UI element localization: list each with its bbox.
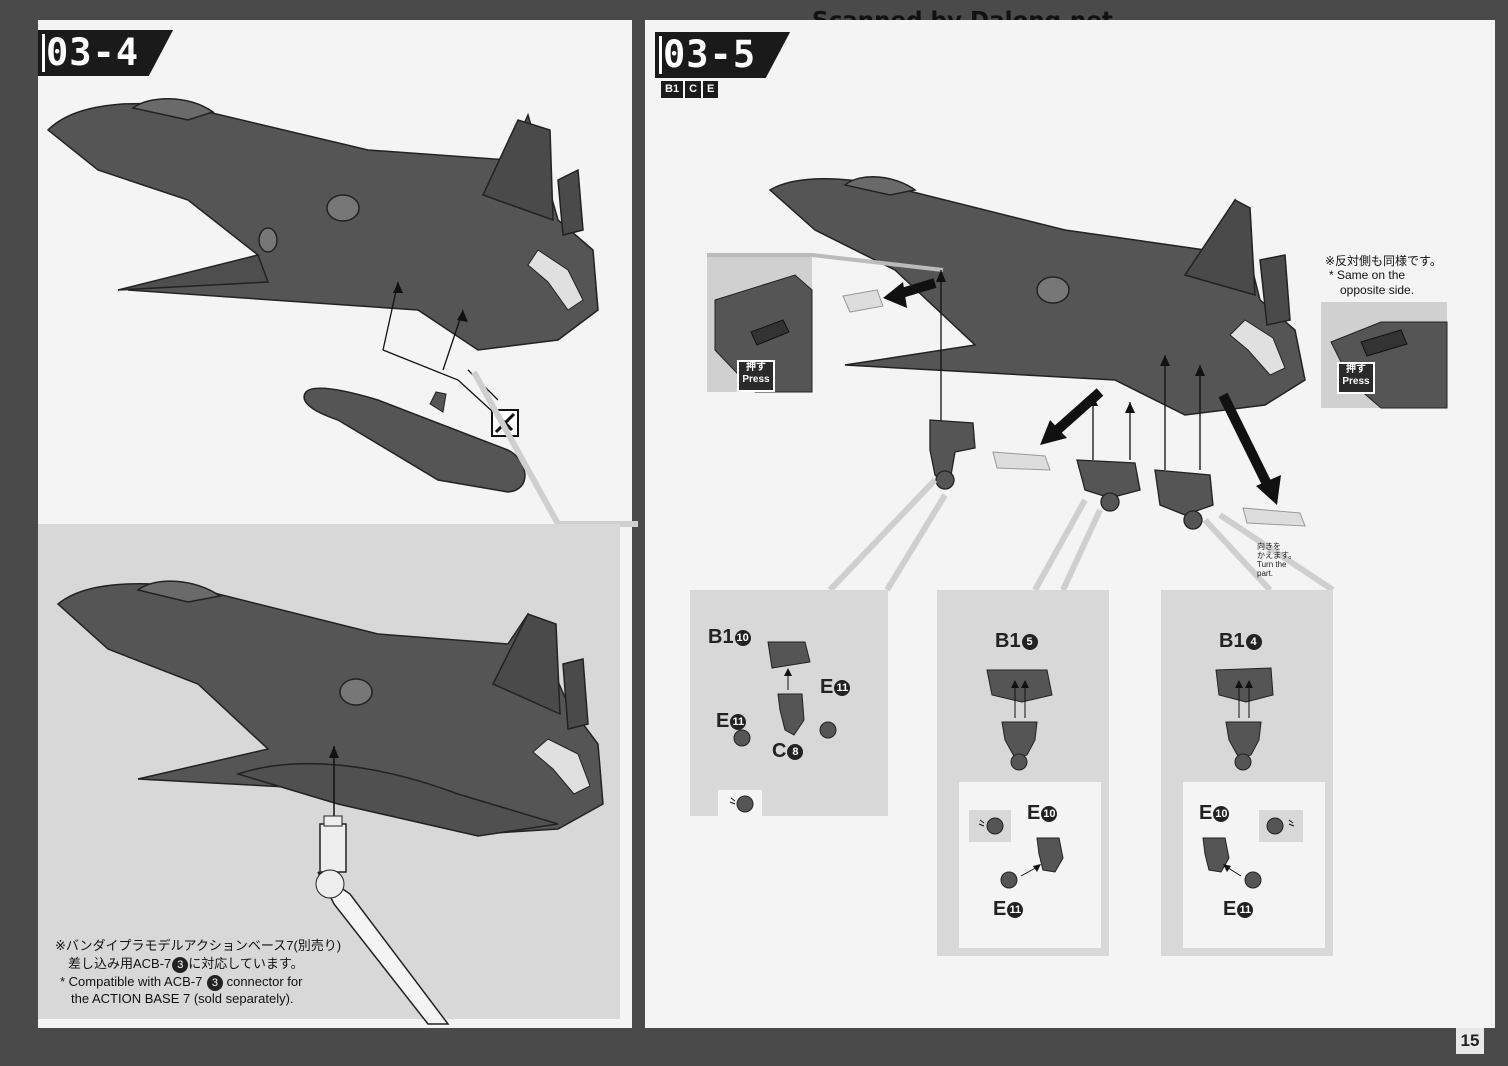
part-number-badge: 10 [734,629,751,646]
compatibility-note-en-2: the ACTION BASE 7 (sold separately). [71,991,294,1006]
left-page: 03-4 [38,20,638,1028]
press-ja: 押す [746,362,766,373]
press-en: Press [742,374,770,385]
same-opposite-en-2: opposite side. [1340,283,1415,297]
same-opposite-en-1: * Same on the [1329,268,1406,282]
jet-illustration-top [46,98,638,527]
press-callout-right: 押す Press [1337,362,1375,394]
part-number-badge: 10 [1041,805,1058,822]
jet-landing-gear-illustration [707,176,1335,593]
label-text: E [1223,898,1237,920]
step-03-5-label: 03-5 [655,32,791,78]
right-page: 03-5 B1 C E [645,20,1495,1028]
turn-en-2: part. [1257,569,1274,578]
label-text: E [716,710,730,732]
parts-runner-tags: B1 C E [661,81,719,98]
part-number-badge: 11 [730,713,747,730]
note-ja-2-text: 差し込み用ACB-7 [68,956,172,971]
gear-wheel-diagram [969,810,1064,889]
note-ja-2-end: に対応しています。 [188,956,304,971]
part-number-badge: 8 [787,743,804,760]
press-en: Press [1342,376,1370,387]
part-number-badge: 5 [1021,633,1038,650]
part-number-badge: 4 [1245,633,1262,650]
label-text: E [993,898,1007,920]
part-number-badge: 11 [1237,901,1254,918]
label-text: B1 [708,626,734,648]
part-number-badge: 10 [1213,805,1230,822]
press-ja: 押す [1346,364,1366,375]
label-text: B1 [1219,630,1245,652]
step-number: 03-5 [663,33,757,76]
same-opposite-ja: ※反対側も同様です。 [1325,254,1442,268]
press-callout-left: 押す Press [737,360,775,392]
turn-ja-2: かえます。 [1257,551,1297,560]
turn-part-note: 向きを かえます。 Turn the part. [1257,542,1296,578]
label-text: C [772,740,787,762]
main-gear-right-diagram [1215,667,1274,771]
runner-tag-b1: B1 [661,81,684,98]
part-number-badge: 11 [834,679,851,696]
part-number-badge: 3 [206,974,223,991]
compatibility-note-en-1: * Compatible with ACB-7 3 connector for [60,974,302,991]
turn-ja-1: 向きを [1257,542,1281,551]
main-gear-left-diagram [986,669,1053,771]
runner-tag-c: C [685,81,702,98]
gear-wheel-diagram [1202,810,1303,889]
part-number-badge: 3 [172,956,189,973]
label-text: E [1199,802,1213,824]
page-number: 15 [1456,1028,1484,1054]
turn-en-1: Turn the [1257,560,1287,569]
label-text: E [1027,802,1041,824]
part-number-badge: 11 [1007,901,1024,918]
runner-tag-e: E [703,81,719,98]
note-en-1-end: connector for [226,974,303,989]
jet-on-stand-illustration [56,580,604,1025]
step-number: 03-4 [46,31,140,74]
label-text: E [820,676,834,698]
step-03-4-label: 03-4 [38,30,174,76]
label-text: B1 [995,630,1021,652]
nose-gear-parts-diagram [718,641,837,820]
compatibility-note-ja-1: ※バンダイプラモデルアクションベース7(別売り) [55,938,342,953]
note-en-1-text: * Compatible with ACB-7 [60,974,203,989]
